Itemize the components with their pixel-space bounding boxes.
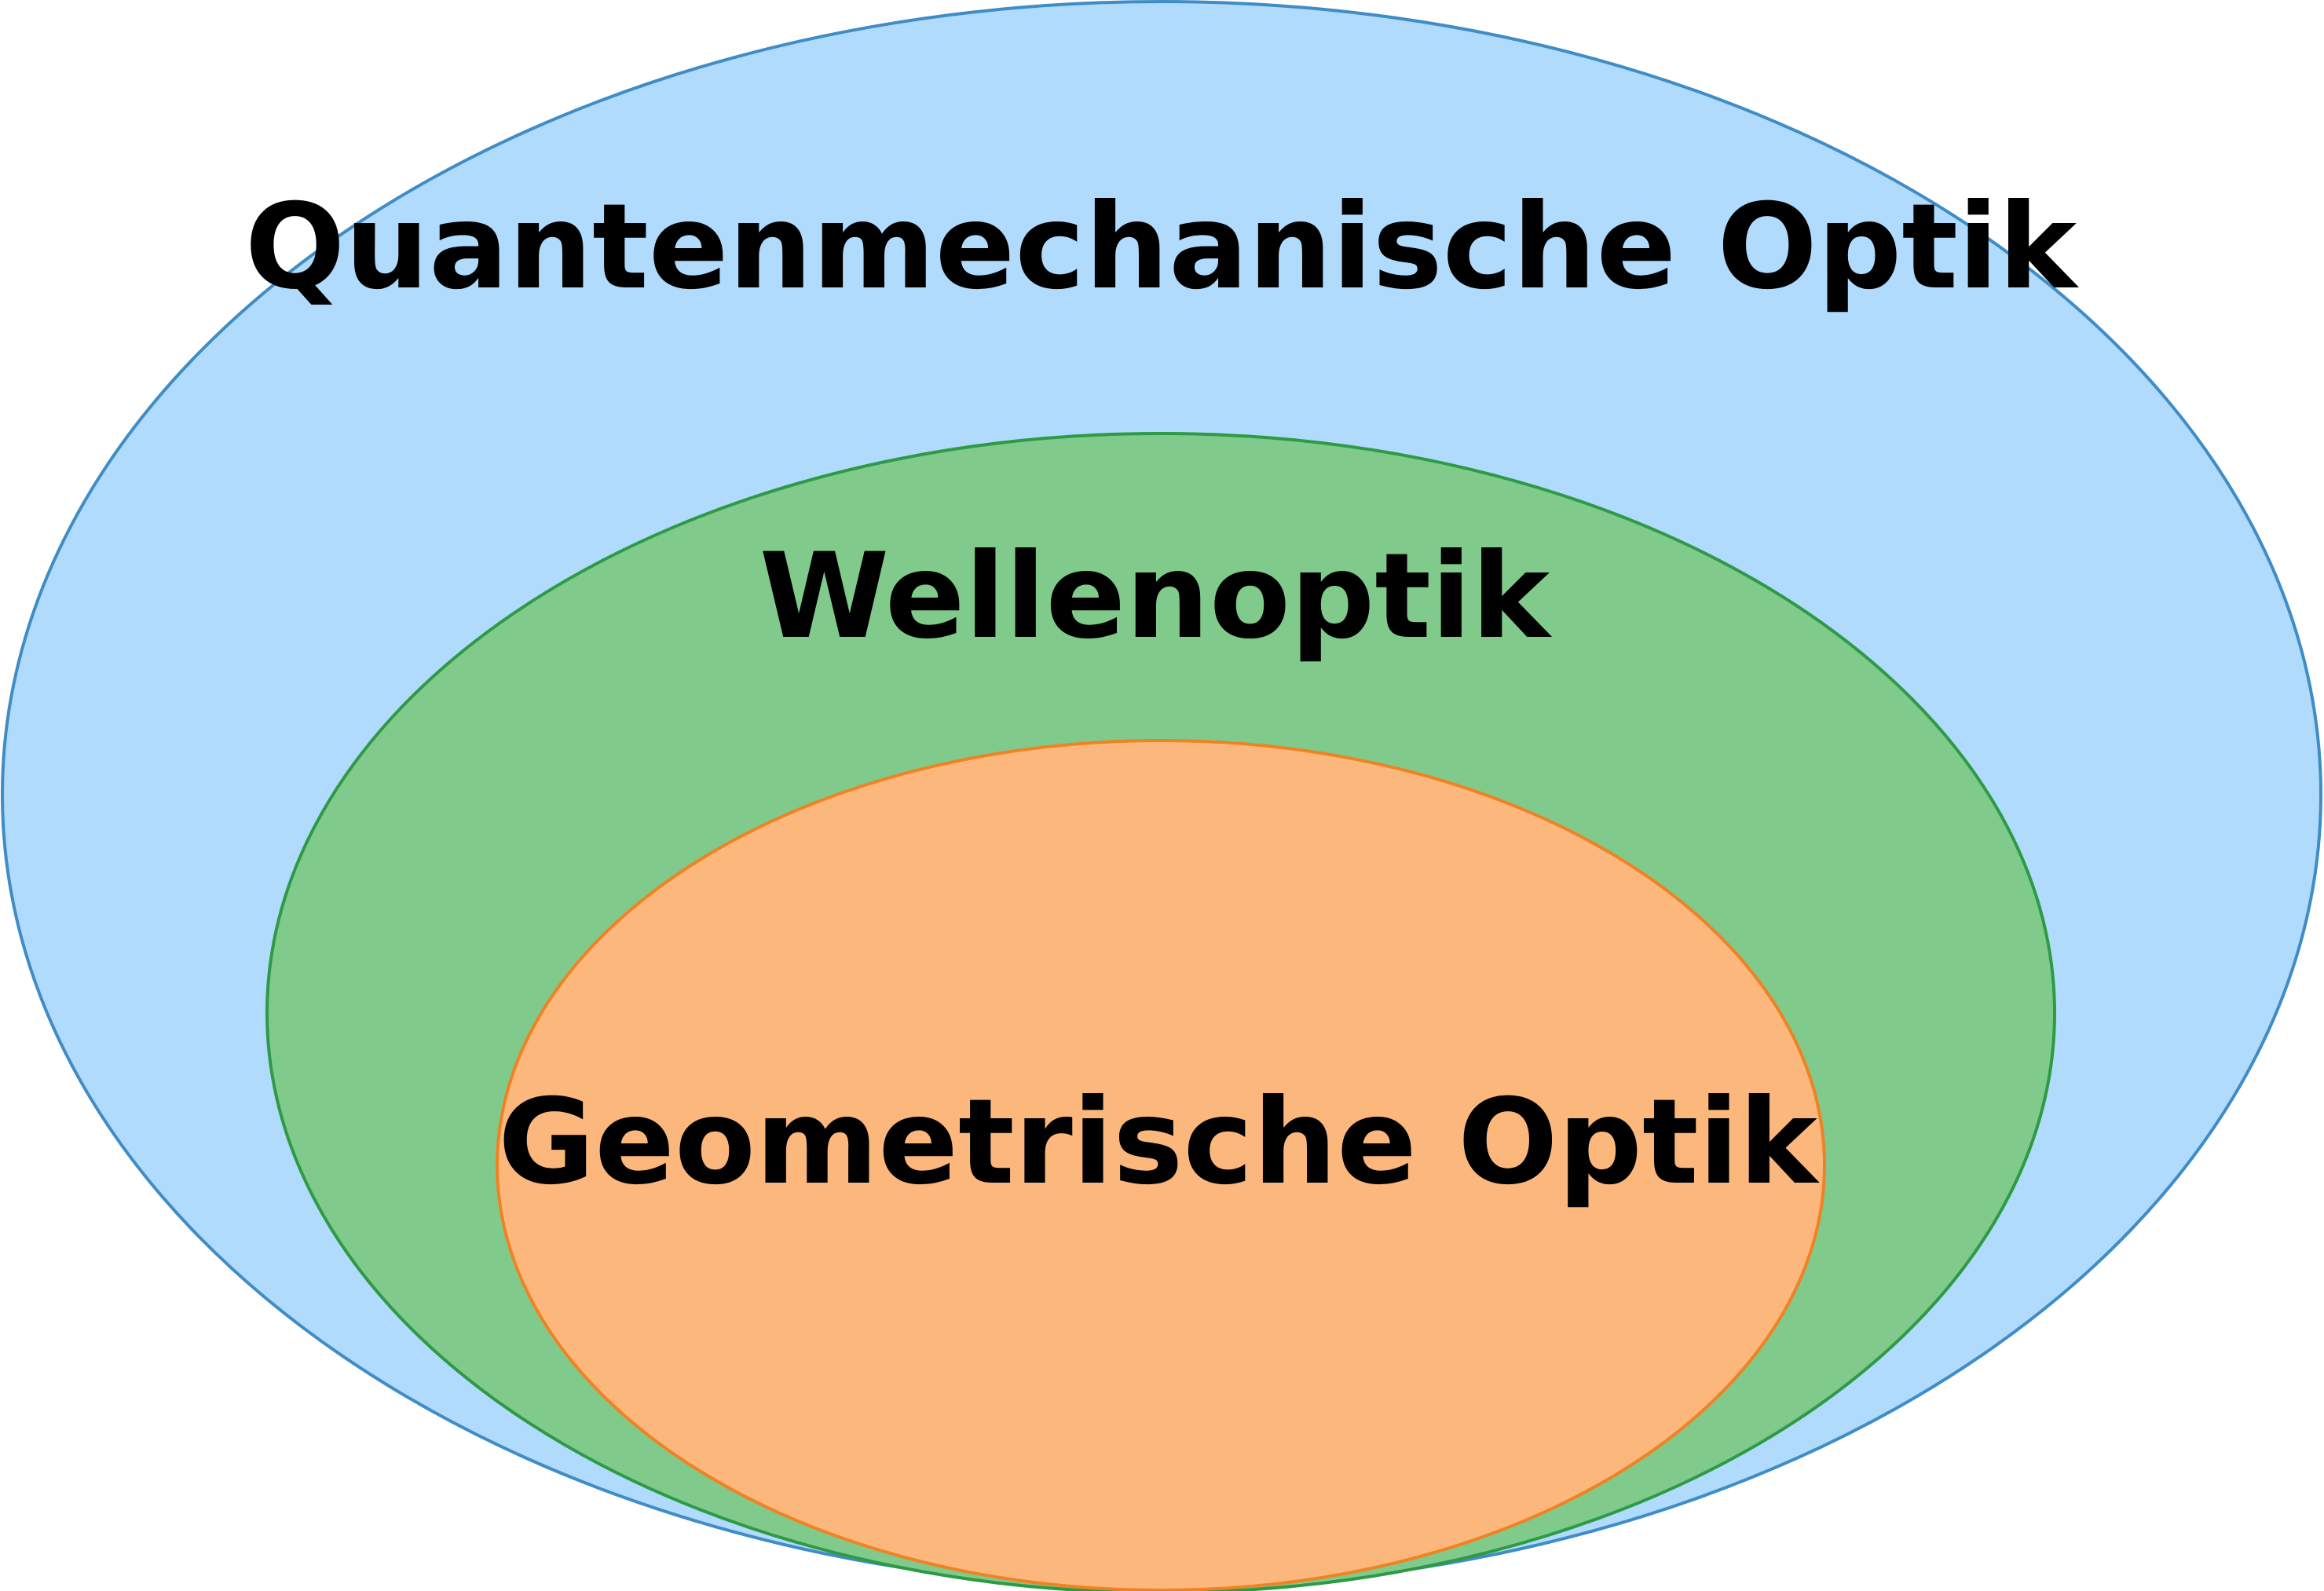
quantum-optics-label: Quantenmechanische Optik <box>245 179 2080 316</box>
geometric-optics-ellipse <box>496 739 1826 1591</box>
wave-optics-label: Wellenoptik <box>759 529 1553 665</box>
geometric-optics-label: Geometrische Optik <box>498 1074 1820 1211</box>
